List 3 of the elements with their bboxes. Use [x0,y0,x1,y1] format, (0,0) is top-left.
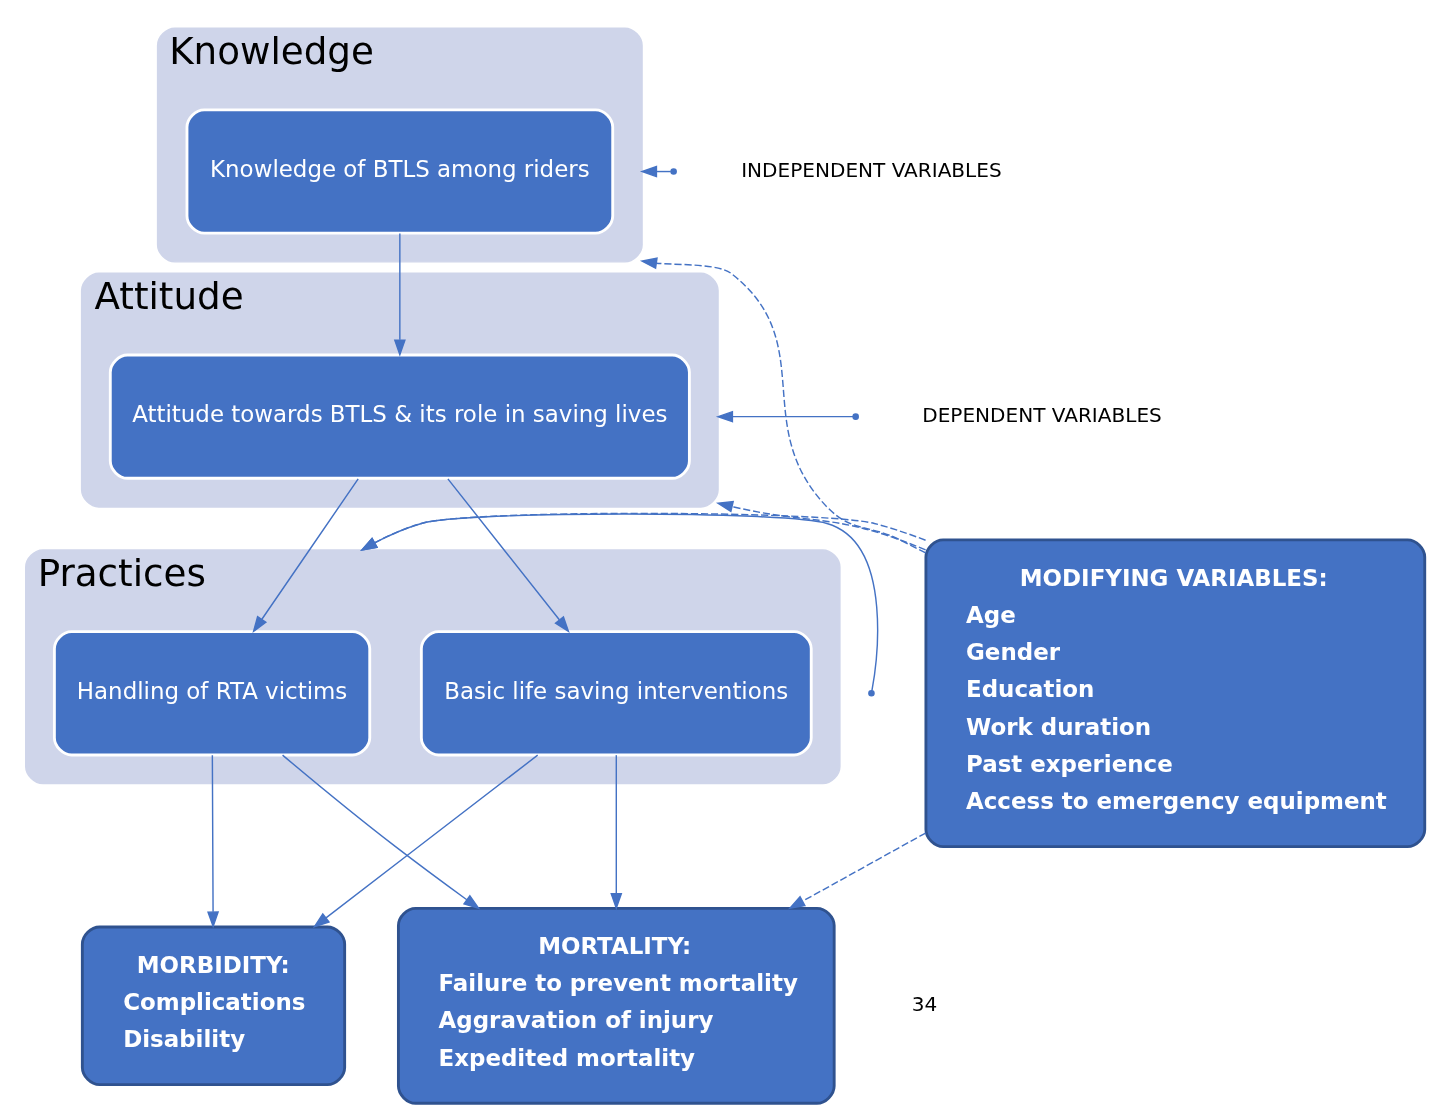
label: INDEPENDENT VARIABLES [741,157,1002,182]
label: 34 [911,992,938,1017]
label: DEPENDENT VARIABLES [922,402,1162,427]
